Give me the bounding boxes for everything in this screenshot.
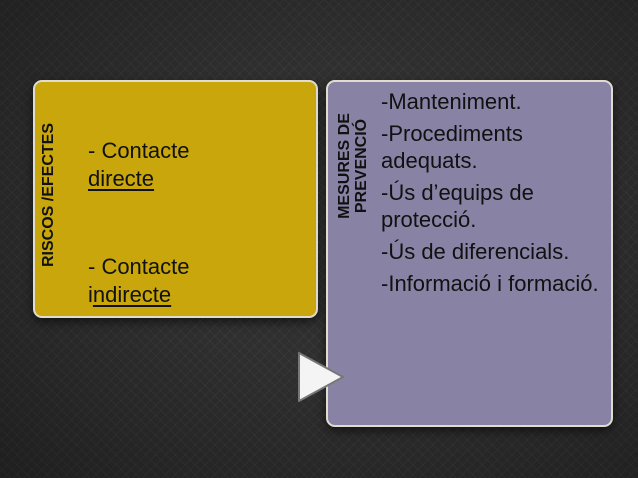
mesures-heading-line1: MESURES DE — [336, 113, 353, 219]
mesures-panel — [326, 80, 613, 427]
mesures-heading: MESURES DE PREVENCIÓ — [336, 82, 370, 250]
contacte-directe-word: directe — [88, 166, 155, 191]
mesura-item: -Informació i formació. — [381, 271, 599, 296]
mesures-list: -Manteniment. -Procediments adequats. -Ú… — [381, 88, 606, 302]
mesura-item: -Ús d’equips de protecció. — [381, 180, 534, 232]
contacte-directe-prefix: - Contacte — [88, 138, 190, 163]
play-arrow-icon — [298, 352, 344, 402]
mesures-heading-line2: PREVENCIÓ — [353, 118, 370, 214]
mesura-item: -Ús de diferencials. — [381, 239, 570, 264]
contacte-indirecte-prefix: - Contacte — [88, 254, 190, 279]
contacte-directe-item: - Contacte directe — [88, 137, 190, 193]
mesura-item: -Procediments adequats. — [381, 121, 523, 173]
mesura-item: -Manteniment. — [381, 89, 522, 114]
riscos-panel — [33, 80, 318, 318]
riscos-heading: RISCOS /EFECTES — [40, 122, 57, 268]
contacte-indirecte-word: ndirecte — [92, 282, 172, 307]
contacte-indirecte-first-letter: i — [88, 282, 93, 307]
contacte-indirecte-item: - Contacte indirecte — [88, 253, 190, 309]
